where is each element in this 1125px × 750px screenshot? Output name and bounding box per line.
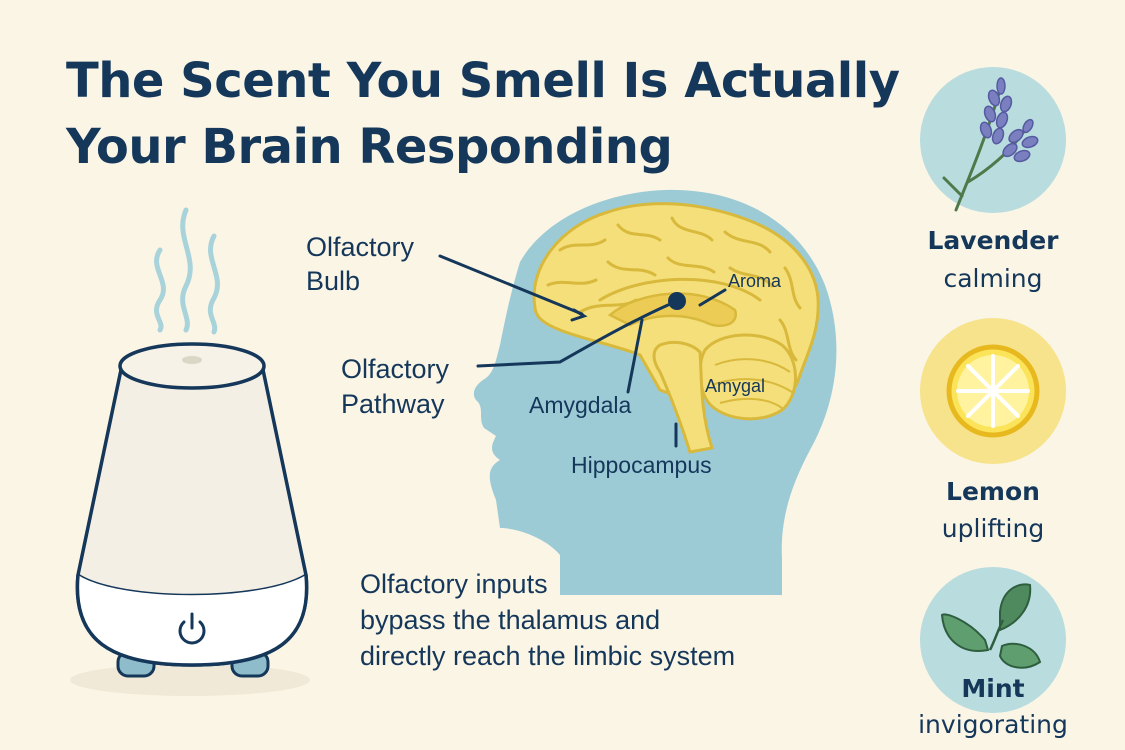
cerebellum	[698, 333, 797, 421]
aroma-dot	[668, 292, 686, 310]
lavender-icon	[920, 67, 1066, 213]
amygdala-label: Amygdala	[529, 392, 631, 418]
olfactory-bulb-label-line-1: Olfactory	[306, 232, 415, 262]
scent-effect-lemon: uplifting	[941, 514, 1045, 543]
scent-effect-mint: invigorating	[918, 710, 1068, 739]
label-pointers	[438, 254, 727, 448]
page-title: The Scent You Smell Is Actually Your Bra…	[66, 48, 906, 180]
diffuser-shadow	[70, 664, 310, 696]
head-brain-diagram: Olfactory Bulb Olfactory Pathway Aroma A…	[306, 189, 837, 596]
scent-effect-lavender: calming	[943, 264, 1043, 293]
power-icon[interactable]	[178, 612, 206, 645]
title-line-2: Your Brain Responding	[66, 119, 673, 175]
olfactory-pathway-label-line-2: Pathway	[341, 389, 445, 419]
diffuser-illustration	[70, 207, 310, 696]
mint-leaf-icon	[920, 567, 1066, 713]
amygdala-pointer	[626, 318, 644, 394]
steam-icon	[153, 207, 220, 335]
title-line-1: The Scent You Smell Is Actually	[66, 53, 900, 109]
amygal-label: Amygal	[705, 376, 765, 396]
scent-name-mint: Mint	[961, 674, 1025, 703]
diffuser-nozzle	[182, 356, 202, 364]
lemon-slice-icon	[920, 318, 1066, 464]
aroma-pointer	[698, 288, 727, 307]
scent-name-lavender: Lavender	[927, 226, 1059, 255]
olfactory-bulb-label-line-2: Bulb	[306, 266, 360, 296]
olfactory-bulb-pointer	[438, 254, 584, 316]
caption-line-2: bypass the thalamus and	[360, 605, 661, 635]
caption-line-3: directly reach the limbic system	[360, 641, 736, 671]
scent-name-lemon: Lemon	[946, 477, 1040, 506]
caption-line-1: Olfactory inputs	[360, 569, 548, 599]
diffuser-top	[118, 342, 266, 390]
brainstem	[652, 340, 714, 454]
olfactory-pathway-label-line-1: Olfactory	[341, 354, 450, 384]
aroma-label: Aroma	[728, 271, 782, 291]
hippocampus-label: Hippocampus	[571, 452, 712, 478]
olfactory-pathway-pointer	[476, 303, 670, 368]
caption: Olfactory inputs bypass the thalamus and…	[360, 566, 820, 674]
